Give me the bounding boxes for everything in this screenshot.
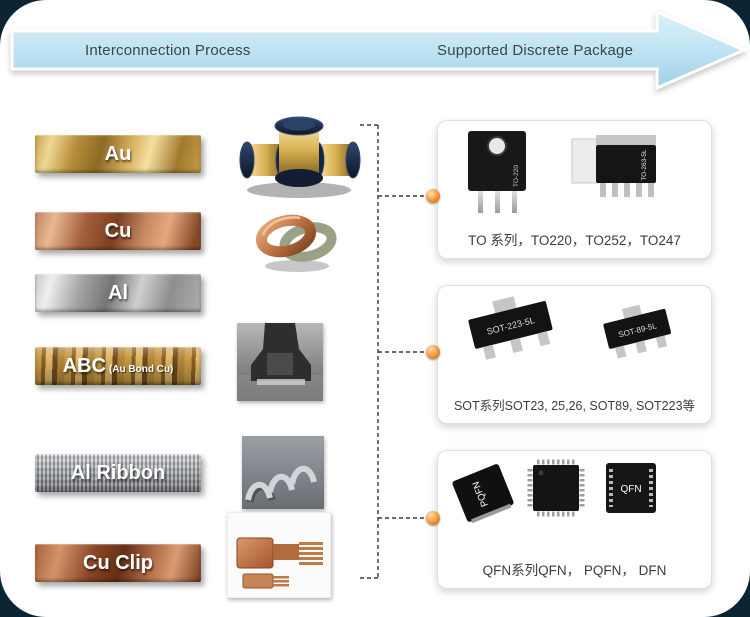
material-label-al: Al (108, 281, 128, 304)
wedge-bond-tool-image (237, 323, 323, 401)
to247-package-icon: TO-220 (468, 131, 526, 213)
material-label-abc: ABC (62, 354, 106, 377)
ribbon-loop-3 (289, 465, 317, 485)
banner-arrow-shape (10, 9, 748, 91)
al-ribbon-bond-image (242, 436, 324, 509)
material-bar-cu-clip: Cu Clip (35, 544, 201, 582)
spool-center (274, 116, 324, 187)
to-packages-art: TO-220 TO-263-5L (468, 131, 656, 213)
copper-clip-shape (236, 537, 323, 589)
material-label-cu: Cu (104, 219, 132, 242)
material-bar-cu: Cu (35, 212, 201, 250)
material-note-abc: (Au Bond Cu) (108, 364, 174, 375)
wedge-tool-shape (251, 323, 311, 381)
connector-dot-2 (426, 345, 440, 359)
ribbon-loop-2 (267, 473, 295, 493)
gold-wire-spools-image (239, 116, 361, 198)
sot223-package-icon: SOT-223-5L (468, 296, 553, 360)
ring-shadow (265, 260, 329, 272)
banner-title-left: Interconnection Process (85, 42, 251, 59)
card-caption-to: TO 系列，TO220，TO252，TO247 (468, 233, 681, 248)
to263-label: TO-263-5L (641, 149, 648, 181)
qfn-label: QFN (620, 484, 641, 495)
qfp-package-icon (527, 459, 585, 517)
package-card-to: TO-220 TO-263-5L TO 系列，TO220，TO252，TO247 (437, 120, 712, 259)
qfn-packages-art: PQFN QFN (452, 459, 656, 524)
spool-shadow (247, 182, 351, 198)
material-label-al-ribbon: Al Ribbon (70, 461, 166, 484)
card-caption-sot: SOT系列SOT23, 25,26, SOT89, SOT223等 (453, 399, 696, 413)
banner-title-right: Supported Discrete Package (437, 42, 634, 59)
material-label-cu-clip: Cu Clip (83, 551, 153, 574)
connector-dot-1 (426, 189, 440, 203)
material-bar-al: Al (35, 274, 201, 312)
material-bar-al-ribbon: Al Ribbon (35, 454, 201, 492)
copper-wire-rings-image (255, 214, 337, 272)
to247-label: TO-220 (513, 165, 520, 187)
cu-clip-frame-image (227, 512, 331, 598)
sot89-package-icon: SOT-89-5L (603, 304, 671, 359)
card-caption-qfn: QFN系列QFN， PQFN， DFN (482, 563, 667, 578)
material-bar-abc: ABC (Au Bond Cu) (35, 347, 201, 385)
connector-dot-3 (426, 511, 440, 525)
ring-front (255, 214, 317, 258)
to263-package-icon: TO-263-5L (571, 135, 656, 197)
material-bar-au: Au (35, 135, 201, 173)
ribbon-loop-1 (245, 481, 273, 501)
package-card-qfn: PQFN QFN QFN系列QFN， PQFN， DFN (437, 450, 712, 589)
qfn-package-icon: QFN (606, 463, 656, 513)
sot-packages-art: SOT-223-5L SOT-89-5L (468, 296, 671, 360)
pqfn-package-icon: PQFN (452, 464, 514, 524)
package-card-sot: SOT-223-5L SOT-89-5L SOT系列SOT23, 25,26, … (437, 285, 712, 424)
banner-arrow (10, 9, 748, 91)
material-label-au: Au (104, 142, 132, 165)
